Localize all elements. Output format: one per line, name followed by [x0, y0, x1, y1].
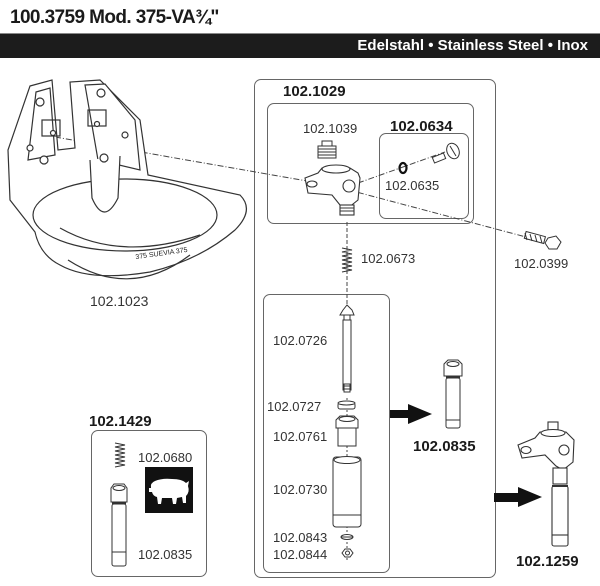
pig-kit-spring-drawing: [114, 442, 126, 468]
valve-assembly-box: [254, 79, 496, 578]
arrow-to-complete-valve: [494, 487, 542, 507]
pin-drawing: [339, 304, 355, 393]
plug-drawing: [317, 140, 337, 159]
part-label-complete-valve: 102.1259: [516, 553, 579, 570]
material-banner-text: Edelstahl • Stainless Steel • Inox: [357, 37, 588, 54]
part-label-small-nut: 102.0844: [273, 547, 328, 562]
part-label-bowl: 102.1023: [90, 293, 149, 309]
part-label-pig-kit: 102.1429: [89, 413, 152, 430]
screw-drawing: [431, 142, 460, 164]
small-washer-drawing: [340, 534, 354, 540]
leader-line-screw: [357, 151, 446, 184]
part-label-screw-set: 102.0634: [390, 118, 453, 135]
screw-set-box: [379, 133, 469, 219]
pig-icon: [145, 467, 193, 513]
part-label-valve-group: 102.1029: [283, 83, 346, 100]
washer-drawing: [337, 400, 356, 410]
material-banner: Edelstahl • Stainless Steel • Inox: [0, 33, 600, 58]
spring-drawing: [341, 247, 353, 273]
part-label-bolt: 102.0399: [514, 256, 569, 271]
complete-valve-drawing: [517, 421, 575, 547]
part-label-tube: 102.0730: [273, 482, 328, 497]
small-nut-drawing: [341, 548, 354, 558]
part-label-plug: 102.1039: [303, 121, 358, 136]
arrow-to-assembled-nozzle: [390, 404, 432, 424]
bolt-drawing: [523, 230, 562, 250]
part-label-o-ring: 102.0635: [385, 178, 440, 193]
part-label-nut-sleeve: 102.0761: [273, 429, 328, 444]
o-ring-drawing: [398, 161, 408, 175]
assembled-nozzle-drawing: [443, 359, 463, 429]
drinking-bowl-drawing: [7, 79, 247, 280]
tube-drawing: [332, 456, 362, 528]
nut-sleeve-drawing: [335, 415, 359, 447]
page-title: 100.3759 Mod. 375-VA¾": [10, 7, 219, 28]
part-label-small-washer: 102.0843: [273, 530, 328, 545]
part-label-spring: 102.0673: [361, 251, 416, 266]
part-label-assembled-nozzle: 102.0835: [413, 438, 476, 455]
part-label-pin: 102.0726: [273, 333, 328, 348]
part-label-washer: 102.0727: [267, 399, 322, 414]
part-label-pig-kit-spring: 102.0680: [138, 450, 193, 465]
valve-group-box: [267, 103, 474, 224]
pig-kit-box: [91, 430, 207, 577]
pig-kit-nozzle-drawing: [110, 483, 128, 567]
nozzle-parts-box: [263, 294, 390, 573]
part-label-pig-kit-nozzle: 102.0835: [138, 547, 193, 562]
valve-body-drawing: [304, 164, 361, 216]
